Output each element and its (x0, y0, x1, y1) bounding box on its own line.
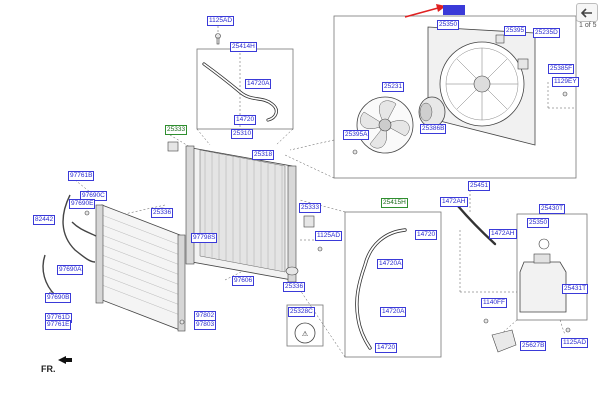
part-callout-1140ff[interactable]: 1140FF (481, 298, 507, 308)
part-callout-25235d[interactable]: 25235D (533, 28, 560, 38)
page-indicator: 1 of 5 (579, 22, 597, 29)
part-callout-97606[interactable]: 97606 (232, 276, 255, 286)
lower-hose-group-box (344, 211, 442, 358)
fan-shroud-drawing (427, 26, 536, 146)
reservoir-tank-drawing (519, 238, 567, 313)
bracket-drawing (491, 329, 517, 353)
part-callout-14720a-mid1[interactable]: 14720A (377, 259, 404, 269)
arrow-left-icon (581, 7, 592, 18)
part-callout-14720a-mid2[interactable]: 14720A (380, 307, 407, 317)
part-callout-25336-left[interactable]: 25336 (151, 208, 174, 218)
part-callout-25333-left[interactable]: 25333 (165, 125, 188, 135)
part-callout-25385f[interactable]: 25385F (548, 64, 575, 74)
part-callout-1125ad-mid[interactable]: 1125AD (315, 231, 343, 241)
pointer-arrow (404, 4, 446, 18)
front-direction-label: FR. (41, 364, 56, 374)
part-callout-1472ah-a[interactable]: 1472AH (440, 197, 468, 207)
reservoir-hose-drawing (456, 204, 497, 246)
ac-pipe-drawing (42, 194, 97, 296)
condenser-drawing (95, 204, 186, 332)
part-callout-14720-top[interactable]: 14720 (234, 115, 257, 125)
part-callout-97761b[interactable]: 97761B (68, 171, 95, 181)
part-callout-14720-bot[interactable]: 14720 (375, 343, 398, 353)
part-callout-25310[interactable]: 25310 (231, 129, 254, 139)
part-callout-25627b[interactable]: 25627B (520, 341, 547, 351)
part-callout-25451[interactable]: 25451 (468, 181, 491, 191)
back-button[interactable] (576, 3, 598, 22)
svg-text:⚠: ⚠ (302, 330, 308, 338)
front-direction-icon (58, 356, 72, 364)
part-callout-25333-mid[interactable]: 25333 (299, 203, 322, 213)
part-callout-97690e[interactable]: 97690E (69, 199, 96, 209)
part-callout-97798s[interactable]: 97798S (191, 233, 218, 243)
label-detail-box (286, 304, 324, 347)
part-callout-25350-tank[interactable]: 25350 (527, 218, 550, 228)
part-callout-25431t[interactable]: 25431T (562, 284, 589, 294)
part-callout-25395a[interactable]: 25395A (343, 130, 370, 140)
part-callout-25350[interactable]: 25350 (437, 20, 460, 30)
part-callout-97690b[interactable]: 97690B (45, 293, 72, 303)
fan-motor-drawing (418, 96, 446, 128)
part-callout-25414h[interactable]: 25414H (230, 42, 257, 52)
part-callout-25380[interactable]: 25380 (443, 5, 466, 15)
part-callout-14720-mid[interactable]: 14720 (415, 230, 438, 240)
part-callout-1472ah-b[interactable]: 1472AH (489, 229, 517, 239)
part-callout-25386b[interactable]: 25386B (420, 124, 447, 134)
lower-hose-drawing (355, 228, 407, 350)
part-callout-97803[interactable]: 97803 (194, 320, 217, 330)
fan-blade-drawing (356, 96, 414, 154)
part-callout-82442[interactable]: 82442 (33, 215, 56, 225)
part-callout-25328c[interactable]: 25328C (288, 307, 315, 317)
part-callout-1125ad-top[interactable]: 1125AD (207, 16, 235, 26)
part-callout-25318[interactable]: 25318 (252, 150, 275, 160)
part-callout-25336-mid[interactable]: 25336 (283, 282, 306, 292)
radiator-drawing (185, 145, 297, 283)
part-callout-25231[interactable]: 25231 (382, 82, 405, 92)
caution-label-drawing: ⚠ (294, 322, 316, 344)
part-callout-25415h[interactable]: 25415H (381, 198, 408, 208)
fan-shroud-group-box (333, 15, 577, 179)
part-callout-97690a[interactable]: 97690A (57, 265, 84, 275)
reservoir-group-box (516, 213, 588, 321)
part-callout-1129ey[interactable]: 1129EY (552, 77, 579, 87)
part-callout-1125ad-bot[interactable]: 1125AD (561, 338, 589, 348)
part-callout-97761e[interactable]: 97761E (45, 320, 72, 330)
part-callout-25430t[interactable]: 25430T (539, 204, 566, 214)
part-callout-25395[interactable]: 25395 (504, 26, 527, 36)
part-callout-14720a-top[interactable]: 14720A (245, 79, 272, 89)
